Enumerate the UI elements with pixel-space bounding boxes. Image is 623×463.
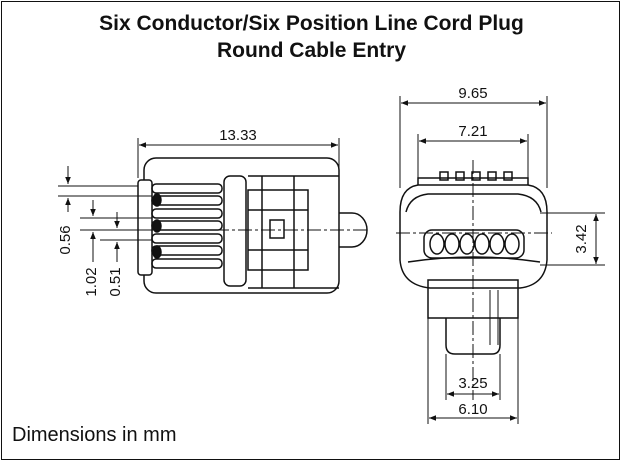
label-front-inner-width: 7.21 — [458, 123, 487, 140]
units-note: Dimensions in mm — [12, 424, 177, 446]
label-tab-outer-width: 6.10 — [458, 401, 487, 418]
cable-hole — [423, 229, 525, 259]
contact-fingers — [151, 183, 223, 269]
front-view — [396, 160, 552, 400]
dim-side-length — [137, 138, 340, 178]
top-contact-slots — [439, 171, 513, 181]
label-contact-width: 0.56 — [57, 225, 74, 254]
label-contact-pitch: 1.02 — [83, 267, 100, 296]
label-front-width: 9.65 — [458, 85, 487, 102]
label-tab-inner-width: 3.25 — [458, 375, 487, 392]
dim-front-width — [399, 96, 548, 188]
label-front-height: 3.42 — [573, 224, 590, 253]
label-side-length: 13.33 — [219, 127, 257, 144]
latch-block — [223, 175, 247, 287]
dim-front-inner-width — [417, 134, 529, 178]
strain-relief-slot — [269, 219, 285, 239]
front-view-body — [399, 184, 548, 289]
diagram-title: Six Conductor/Six Position Line Cord Plu… — [99, 12, 524, 35]
dim-tab-outer-width — [427, 318, 519, 424]
dim-tab-inner-width — [445, 354, 501, 400]
cable-conductors — [429, 233, 520, 255]
side-view-end-cap — [137, 179, 153, 276]
dim-contact-lines — [58, 166, 152, 262]
dim-front-height — [540, 212, 605, 266]
diagram-subtitle: Round Cable Entry — [216, 39, 406, 62]
label-contact-gap: 0.51 — [107, 267, 124, 296]
side-view — [100, 157, 368, 294]
side-view-body — [143, 157, 340, 294]
